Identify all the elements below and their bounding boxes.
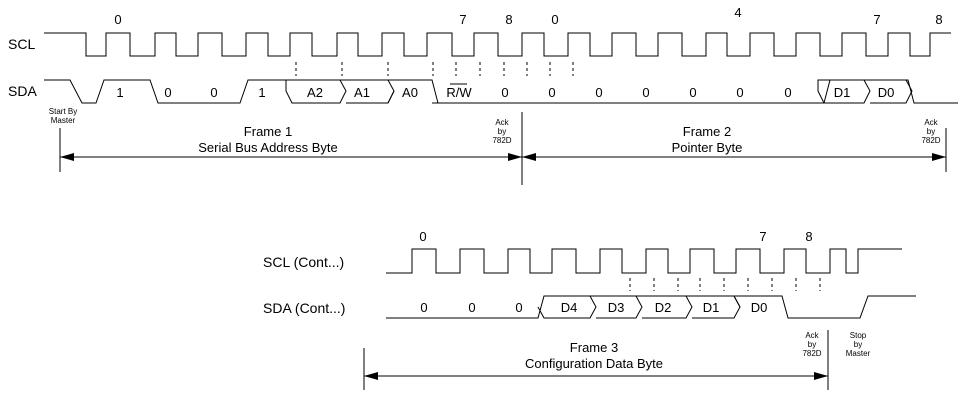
clock-label-0-second: 0 xyxy=(551,12,558,27)
frame-1-title: Frame 1 xyxy=(244,124,292,139)
scl-waveform xyxy=(44,32,951,57)
scl-signal-label: SCL xyxy=(8,36,35,52)
svg-text:Master: Master xyxy=(846,349,871,358)
clock-label-cont-8: 8 xyxy=(805,229,812,244)
sda-signal-label: SDA xyxy=(8,83,37,99)
sda-bit: 0 xyxy=(736,85,743,100)
svg-text:782D: 782D xyxy=(492,136,511,145)
frame-2-subtitle: Pointer Byte xyxy=(672,140,743,155)
sda-cont-bit: D2 xyxy=(655,300,672,315)
svg-text:Ack: Ack xyxy=(495,118,509,127)
sda-bit: A1 xyxy=(354,85,370,100)
frame-1-subtitle: Serial Bus Address Byte xyxy=(198,140,337,155)
frame-span-arrows-bottom xyxy=(363,330,829,390)
clock-label-8-second: 8 xyxy=(935,12,942,27)
svg-text:Ack: Ack xyxy=(805,331,819,340)
svg-text:Ack: Ack xyxy=(924,118,938,127)
frame-span-arrows-top xyxy=(59,112,947,185)
svg-text:Master: Master xyxy=(51,116,76,125)
clock-label-4: 4 xyxy=(734,5,741,20)
sda-bit: 0 xyxy=(689,85,696,100)
sda-cont-bit: 0 xyxy=(468,300,475,315)
svg-text:by: by xyxy=(498,127,506,136)
clock-label-8: 8 xyxy=(505,12,512,27)
sda-cont-bit: D4 xyxy=(561,300,578,315)
sda-cont-bit: 0 xyxy=(420,300,427,315)
svg-text:Stop: Stop xyxy=(850,331,867,340)
clock-label-0: 0 xyxy=(114,12,121,27)
clock-label-7: 7 xyxy=(459,12,466,27)
svg-text:by: by xyxy=(854,340,862,349)
start-by-master-note: Start By Master xyxy=(49,107,77,125)
sda-bit: 0 xyxy=(501,85,508,100)
sda-bit-rw: R/W xyxy=(446,85,472,100)
clock-label-cont-0: 0 xyxy=(419,229,426,244)
svg-text:782D: 782D xyxy=(802,349,821,358)
sda-bit: 0 xyxy=(210,85,217,100)
sda-cont-bit: D3 xyxy=(608,300,625,315)
ack-note-frame2: Ack by 782D xyxy=(921,118,940,145)
sda-bit: 1 xyxy=(116,85,123,100)
svg-text:782D: 782D xyxy=(921,136,940,145)
stop-by-master-note: Stop by Master xyxy=(846,331,871,358)
sda-cont-signal-label: SDA (Cont...) xyxy=(263,300,345,316)
sample-markers-bottom xyxy=(629,278,821,291)
sda-waveform xyxy=(44,79,958,104)
frame-3-subtitle: Configuration Data Byte xyxy=(525,356,663,371)
ack-note-frame1: Ack by 782D xyxy=(492,118,511,145)
scl-cont-signal-label: SCL (Cont...) xyxy=(263,254,344,270)
sda-cont-bit: D1 xyxy=(703,300,720,315)
frame-2-title: Frame 2 xyxy=(683,124,731,139)
sda-bit: A2 xyxy=(307,85,323,100)
clock-label-7-second: 7 xyxy=(873,12,880,27)
scl-cont-waveform xyxy=(386,248,902,274)
ack-note-frame3: Ack by 782D xyxy=(802,331,821,358)
sda-bit: 0 xyxy=(595,85,602,100)
sample-markers-top xyxy=(295,62,574,76)
svg-text:Start By: Start By xyxy=(49,107,77,116)
svg-text:by: by xyxy=(927,127,935,136)
sda-bit: D0 xyxy=(878,85,895,100)
sda-cont-waveform xyxy=(386,295,916,319)
sda-bit: 0 xyxy=(548,85,555,100)
sda-bit: 0 xyxy=(164,85,171,100)
clock-label-cont-7: 7 xyxy=(759,229,766,244)
sda-bit: 0 xyxy=(784,85,791,100)
sda-bit: 0 xyxy=(642,85,649,100)
sda-bit: A0 xyxy=(402,85,418,100)
sda-cont-bit: D0 xyxy=(751,300,768,315)
sda-bit: 1 xyxy=(258,85,265,100)
svg-text:by: by xyxy=(808,340,816,349)
sda-bit: D1 xyxy=(834,85,851,100)
frame-3-title: Frame 3 xyxy=(570,340,618,355)
sda-cont-bit: 0 xyxy=(515,300,522,315)
